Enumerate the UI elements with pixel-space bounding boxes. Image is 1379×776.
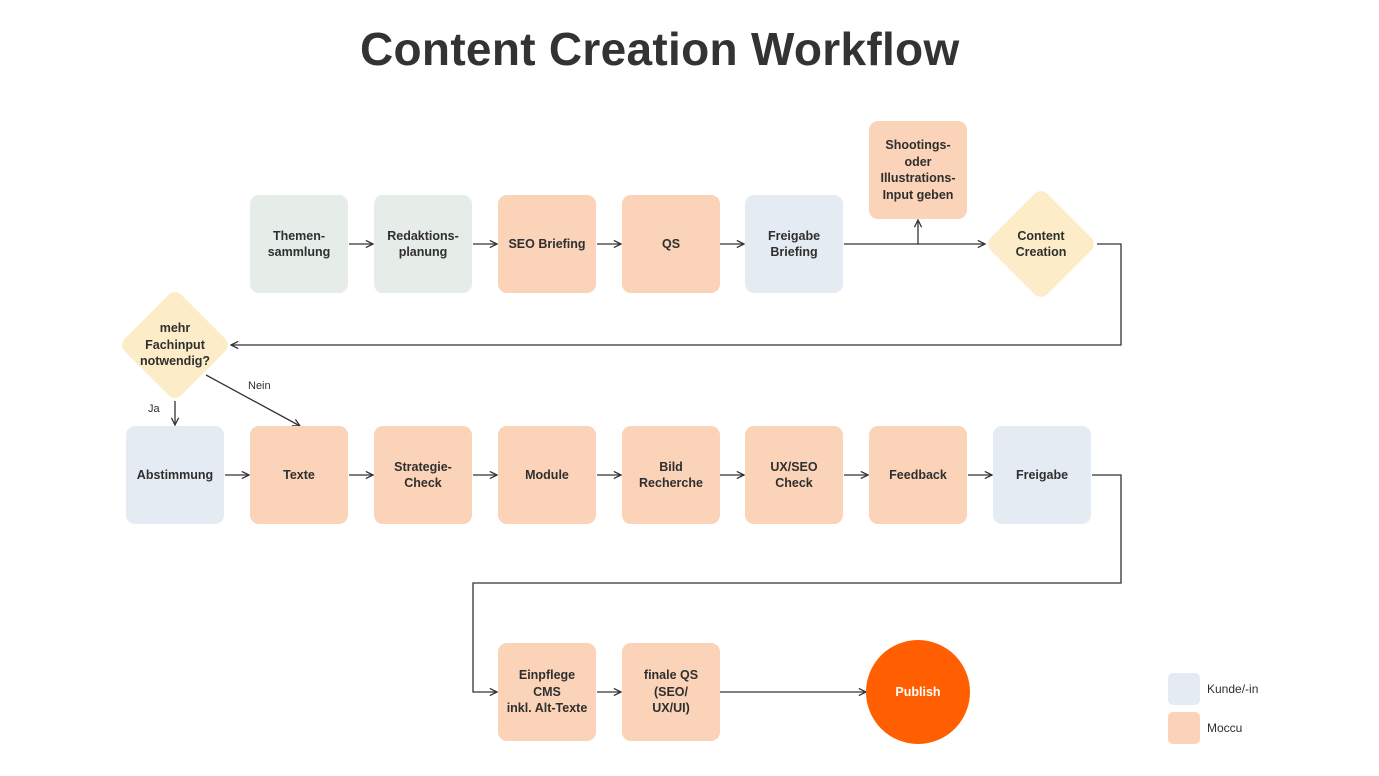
node-themensammlung: Themen- sammlung xyxy=(250,195,348,293)
node-redaktionsplanung: Redaktions- planung xyxy=(374,195,472,293)
node-ux-seo-check: UX/SEO Check xyxy=(745,426,843,524)
edge-label-ja: Ja xyxy=(148,403,160,415)
edge-content-fachinput xyxy=(231,243,1122,345)
node-publish: Publish xyxy=(866,640,970,744)
decision-content-creation-label: Content Creation xyxy=(1015,228,1067,260)
node-texte: Texte xyxy=(250,426,348,524)
node-feedback: Feedback xyxy=(869,426,967,524)
node-module: Module xyxy=(498,426,596,524)
node-bild-recherche: Bild Recherche xyxy=(622,426,720,524)
edge-label-nein: Nein xyxy=(248,380,271,392)
decision-fachinput: mehr Fachinput notwendig? xyxy=(118,288,232,402)
page-title: Content Creation Workflow xyxy=(360,23,960,75)
legend-label-kunde: Kunde/-in xyxy=(1207,682,1259,696)
node-seo-briefing: SEO Briefing xyxy=(498,195,596,293)
node-strategie-check: Strategie- Check xyxy=(374,426,472,524)
legend-swatch-moccu xyxy=(1168,712,1200,744)
decision-fachinput-label: mehr Fachinput notwendig? xyxy=(139,321,211,369)
legend-label-moccu: Moccu xyxy=(1207,721,1243,735)
legend-swatch-kunde xyxy=(1168,673,1200,705)
node-qs: QS xyxy=(622,195,720,293)
node-einpflege-cms: Einpflege CMS inkl. Alt-Texte xyxy=(498,643,596,741)
node-freigabe-briefing: Freigabe Briefing xyxy=(745,195,843,293)
decision-content-creation: Content Creation xyxy=(984,187,1098,301)
edge-freigabe-einpflege xyxy=(472,474,1122,692)
edge-fachinput-nein xyxy=(205,374,300,426)
node-finale-qs: finale QS (SEO/ UX/UI) xyxy=(622,643,720,741)
node-shootings-input: Shootings- oder Illustrations- Input geb… xyxy=(869,121,967,219)
node-freigabe: Freigabe xyxy=(993,426,1091,524)
node-abstimmung: Abstimmung xyxy=(126,426,224,524)
